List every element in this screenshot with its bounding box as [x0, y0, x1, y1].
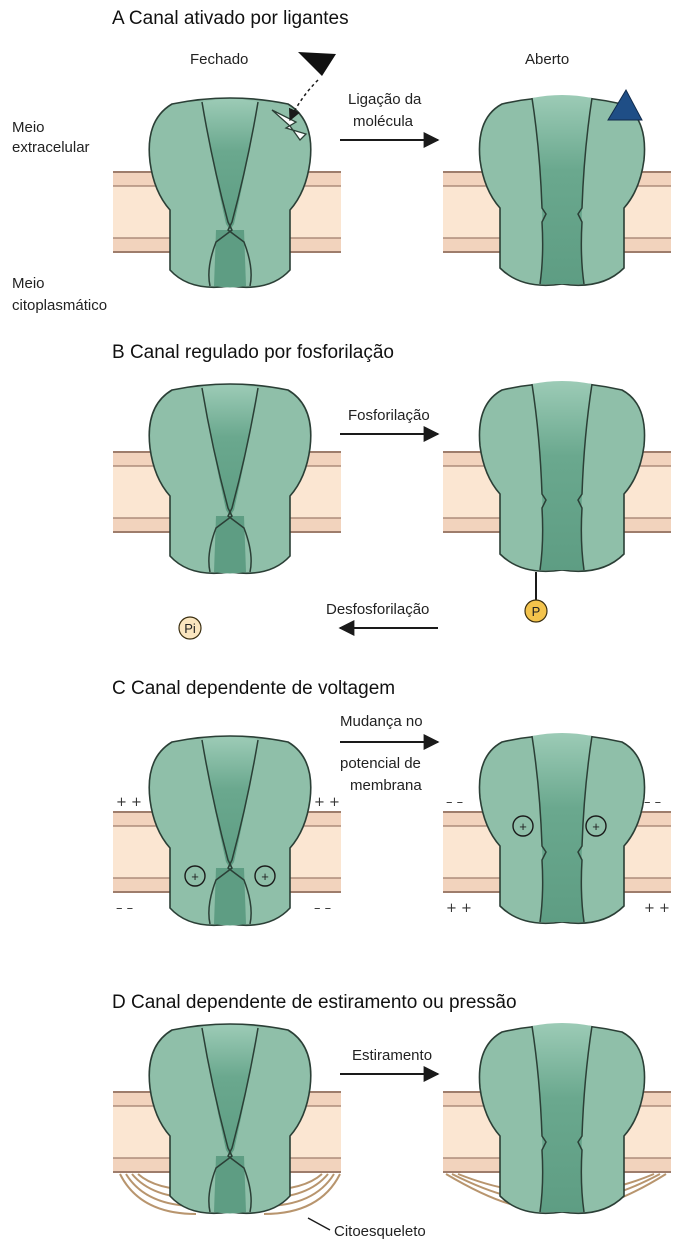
cytoplasmic-label-line1: Meio	[12, 275, 45, 292]
binding-label-line2: molécula	[353, 113, 414, 130]
closed-channel-b	[149, 384, 311, 574]
stretch-label: Estiramento	[352, 1047, 432, 1064]
phosphorylation-label: Fosforilação	[348, 407, 430, 424]
open-label: Aberto	[525, 51, 569, 68]
open-channel-c	[479, 733, 644, 923]
charge-minus-outer-right-open: – –	[644, 795, 661, 810]
voltage-label-line1: Mudança no	[340, 713, 423, 730]
extracellular-label-line1: Meio	[12, 119, 45, 136]
section-a-title: A Canal ativado por ligantes	[112, 8, 349, 29]
section-c-title: C Canal dependente de voltagem	[112, 678, 395, 699]
voltage-sensor-right-open-sign: +	[592, 819, 600, 834]
phosphate-letter: P	[532, 604, 541, 619]
voltage-sensor-right-closed-sign: +	[261, 869, 269, 884]
dephosphorylation-label: Desfosforilação	[326, 601, 429, 618]
cytoskeleton-pointer	[308, 1218, 330, 1230]
closed-channel-c	[149, 736, 311, 926]
charge-plus-outer-right-closed: + +	[314, 795, 340, 810]
voltage-label-line2: potencial de	[340, 755, 421, 772]
ligand-free-icon	[298, 52, 336, 76]
section-b: B Canal regulado por fosforilação Fosfor…	[112, 342, 671, 639]
cytoplasmic-label-line2: citoplasmático	[12, 297, 107, 314]
section-c: C Canal dependente de voltagem Mudança n…	[112, 678, 671, 926]
charge-minus-inner-right-closed: – –	[314, 901, 331, 916]
open-channel-b	[479, 381, 644, 571]
closed-channel-a	[149, 98, 311, 288]
voltage-sensor-left-closed-sign: +	[191, 869, 199, 884]
binding-label-line1: Ligação da	[348, 91, 422, 108]
charge-plus-inner-left-open: + +	[446, 901, 472, 916]
voltage-label-line3: membrana	[350, 777, 422, 794]
open-channel-d	[479, 1023, 644, 1213]
closed-channel-d	[149, 1024, 311, 1214]
extracellular-label-line2: extracelular	[12, 139, 90, 156]
inorganic-phosphate-letter: Pi	[184, 621, 196, 636]
section-d-title: D Canal dependente de estiramento ou pre…	[112, 992, 517, 1013]
section-a: A Canal ativado por ligantes Fechado Abe…	[12, 8, 671, 314]
cytoskeleton-label: Citoesqueleto	[334, 1223, 426, 1240]
closed-label: Fechado	[190, 51, 248, 68]
charge-minus-inner-left-closed: – –	[116, 901, 133, 916]
charge-minus-outer-left-open: – –	[446, 795, 463, 810]
charge-plus-outer-left-closed: + +	[116, 795, 142, 810]
section-d: D Canal dependente de estiramento ou pre…	[112, 992, 671, 1240]
voltage-sensor-left-open-sign: +	[519, 819, 527, 834]
charge-plus-inner-right-open: + +	[644, 901, 670, 916]
section-b-title: B Canal regulado por fosforilação	[112, 342, 394, 363]
open-channel-a	[479, 95, 644, 285]
